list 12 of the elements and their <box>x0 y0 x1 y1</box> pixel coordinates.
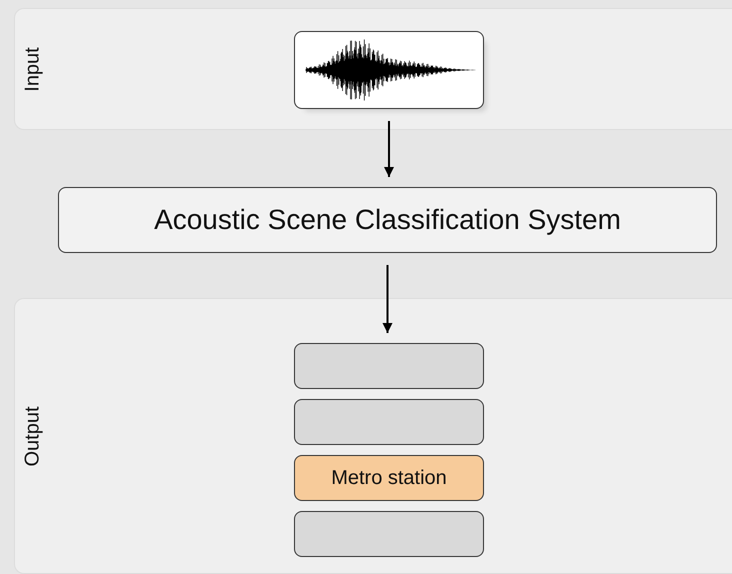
result-label: Metro station <box>331 466 447 490</box>
section-band <box>14 8 732 130</box>
section-label: Input <box>22 46 44 92</box>
waveform-drawing <box>294 31 484 109</box>
result-box <box>294 343 484 389</box>
result-box <box>294 511 484 557</box>
result-box <box>294 455 484 501</box>
section-band <box>14 298 732 574</box>
process-box <box>58 187 717 253</box>
process-label: Acoustic Scene Classification System <box>154 204 621 236</box>
result-box <box>294 399 484 445</box>
section-label: Output <box>22 406 44 466</box>
